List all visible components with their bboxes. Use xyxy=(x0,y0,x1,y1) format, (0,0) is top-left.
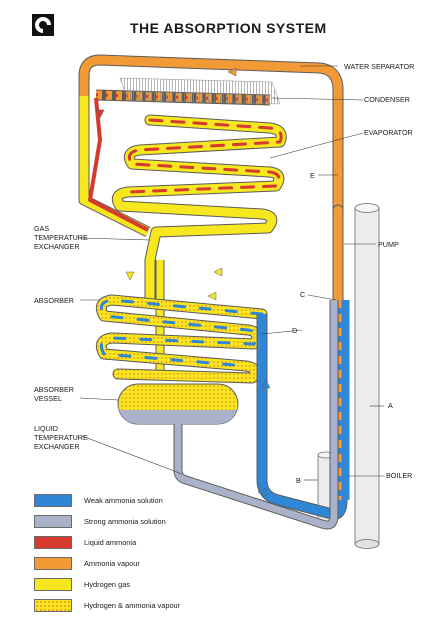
leader-lines xyxy=(79,65,384,481)
vapour-pipe xyxy=(78,54,344,306)
label-pump: PUMP xyxy=(378,240,399,249)
legend-label: Hydrogen & ammonia vapour xyxy=(84,601,181,610)
label-a: A xyxy=(388,401,393,410)
legend-item-hydrogen-ammonia-vapour: Hydrogen & ammonia vapour xyxy=(34,599,254,613)
label-absorber: ABSORBER xyxy=(34,296,74,305)
legend-label: Weak ammonia solution xyxy=(84,496,163,505)
legend-swatch-hydrogen-vapour xyxy=(34,599,72,612)
legend-item-ammonia-vapour: Ammonia vapour xyxy=(34,557,254,571)
label-liquid-temperature-exchanger: LIQUID TEMPERATURE EXCHANGER xyxy=(34,424,88,451)
boiler-cylinder-a xyxy=(354,203,380,549)
label-water-separator: WATER SEPARATOR xyxy=(344,62,415,71)
condenser xyxy=(95,77,281,106)
absorber-coil xyxy=(95,294,268,384)
legend-swatch-vapour xyxy=(34,557,72,570)
legend-swatch-hydrogen xyxy=(34,578,72,591)
pump-tube xyxy=(338,230,350,500)
legend-label: Hydrogen gas xyxy=(84,580,131,589)
legend-label: Ammonia vapour xyxy=(84,559,140,568)
legend-swatch-weak xyxy=(34,494,72,507)
legend-item-strong-ammonia: Strong ammonia solution xyxy=(34,515,254,529)
legend-item-hydrogen-gas: Hydrogen gas xyxy=(34,578,254,592)
legend-item-weak-ammonia: Weak ammonia solution xyxy=(34,494,254,508)
label-evaporator: EVAPORATOR xyxy=(364,128,413,137)
label-d: D xyxy=(292,326,298,335)
legend-label: Liquid ammonia xyxy=(84,538,137,547)
label-c: C xyxy=(300,290,306,299)
legend-label: Strong ammonia solution xyxy=(84,517,166,526)
label-condenser: CONDENSER xyxy=(364,95,410,104)
legend-item-liquid-ammonia: Liquid ammonia xyxy=(34,536,254,550)
absorber-vessel xyxy=(117,383,239,425)
legend-swatch-liquid xyxy=(34,536,72,549)
diagram-title: THE ABSORPTION SYSTEM xyxy=(130,20,327,36)
label-boiler: BOILER xyxy=(386,471,413,480)
label-e: E xyxy=(310,171,315,180)
legend-swatch-strong xyxy=(34,515,72,528)
strong-solution-pipe xyxy=(173,300,339,530)
evaporator-coil xyxy=(111,114,287,306)
label-absorber-vessel: ABSORBER VESSEL xyxy=(34,385,74,403)
label-b: B xyxy=(296,476,301,485)
label-gas-temperature-exchanger: GAS TEMPERATURE EXCHANGER xyxy=(34,224,88,251)
flow-arrows xyxy=(95,67,271,497)
weak-solution-pipe xyxy=(256,300,348,520)
electrolux-logo-icon xyxy=(32,14,54,36)
